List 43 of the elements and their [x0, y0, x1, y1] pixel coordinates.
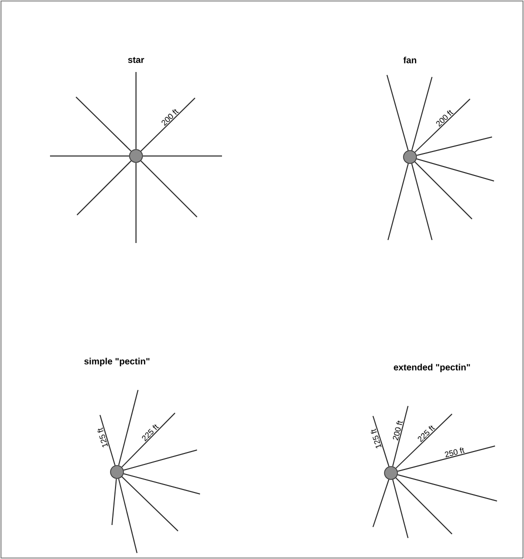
ray-line [397, 474, 498, 502]
ray-line [386, 74, 409, 151]
panel-title: simple "pectin" [84, 358, 150, 366]
station-circle [110, 465, 124, 479]
ray-line [76, 96, 132, 152]
ray-line [395, 414, 452, 469]
ray-line [388, 163, 409, 240]
edge-label: 200 ft [436, 110, 454, 127]
ray-line [121, 412, 176, 468]
ray-line [414, 98, 470, 153]
ray-line [395, 477, 452, 534]
ray-line [100, 414, 116, 466]
station-circle [384, 466, 398, 480]
ray-line [392, 479, 408, 538]
ray-line [397, 446, 496, 472]
edge-label: 250 ft [444, 448, 465, 458]
ray-line [416, 158, 494, 182]
panel-title: extended "pectin" [394, 364, 470, 372]
ray-line [372, 479, 390, 528]
edge-label: 225 ft [418, 425, 436, 442]
ray-line [123, 450, 198, 471]
station-circle [129, 149, 143, 163]
panel-title: star [128, 57, 144, 63]
ray-line [118, 390, 138, 466]
ray-line [411, 163, 432, 240]
edge-label: 125 ft [370, 428, 382, 448]
ray-line [372, 416, 390, 467]
ray-line [140, 98, 196, 152]
ray-line [123, 473, 200, 494]
edge-label: 125 ft [98, 428, 108, 448]
edge-label: 200 ft [162, 109, 179, 126]
ray-line [392, 406, 408, 467]
ray-line [411, 76, 432, 151]
ray-line [140, 160, 198, 218]
ray-line [76, 160, 132, 216]
ray-line [414, 161, 472, 220]
edge-label: 200 ft [392, 420, 403, 440]
ray-line [121, 476, 178, 532]
ray-line [112, 478, 117, 526]
station-circle [403, 150, 417, 164]
panel-title: fan [403, 56, 416, 64]
ray-line [416, 136, 492, 156]
ray-line [118, 478, 138, 554]
